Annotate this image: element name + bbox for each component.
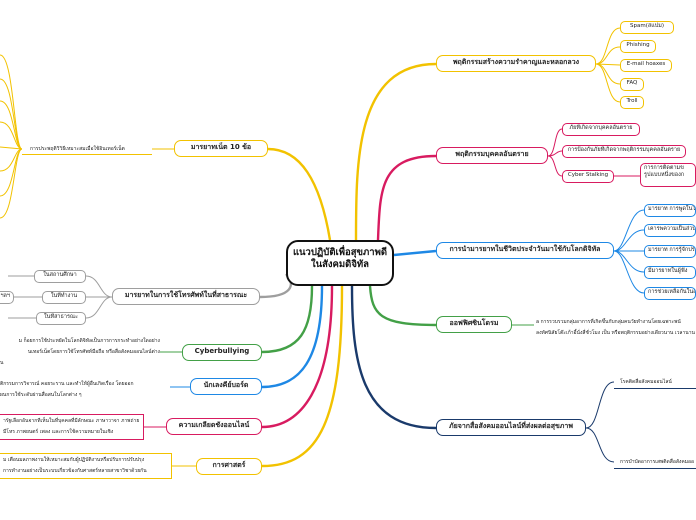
stalking-note-line1: การการติดตามข: [644, 165, 684, 171]
office-note-line1: a การรวบรวมกลุ่มอาการที่เกิดขึ้นกับกลุ่ม…: [536, 319, 681, 325]
office-syndrome-note: a การรวบรวมกลุ่มอาการที่เกิดขึ้นกับกลุ่ม…: [536, 318, 696, 337]
leaf-social-addiction[interactable]: โรคติดสื่อสังคมออนไลน์: [620, 379, 672, 385]
leaf-faq[interactable]: FAQ: [620, 78, 644, 91]
leaf-speaking-etiquette[interactable]: มารยาท การพูดในโ: [644, 204, 696, 217]
cyberbullying-note-line1: ม ก็อยการใช้ประหยัดในโลกดิจิทัลเป็นการกา…: [18, 338, 160, 344]
leaf-addiction-therapy[interactable]: การบำบัดอาการเสพติดสื่อสังคมออ: [620, 459, 694, 465]
central-topic[interactable]: แนวปฏิบัติเพื่อสุขภาพดีในสังคมดิจิทัล: [286, 240, 394, 286]
leaf-danger-prevention[interactable]: การป้องกันภัยที่เกิดจากพฤติกรรมบุคคลอันต…: [562, 145, 686, 158]
branch-social-media-health[interactable]: ภัยจากสื่อสังคมออนไลน์ที่ส่งผลต่อสุขภาพ: [436, 419, 586, 436]
leaf-phishing[interactable]: Phishing: [620, 40, 656, 53]
keyboard-note-line2: ผนการใช้ระดับผ่านสื่อสนในโลกต่าง ๆ: [0, 392, 82, 398]
leaf-in-school[interactable]: ในสถานศึกษา: [34, 270, 86, 283]
stalking-note-line2: รูปแบบหนึ่งของก: [644, 171, 685, 178]
branch-daily-etiquette[interactable]: การนำมารยาทในชีวิตประจำวันมาใช้กับโลกดิจ…: [436, 242, 614, 259]
leaf-mutual-help[interactable]: การช่วยเหลือกันในส: [644, 287, 696, 300]
social-addiction-underline: [614, 388, 696, 389]
ergonomics-note-line1: ม เตือนมลภาพงานให้เหมาะสมกับผู้ปฏิบัติงา…: [3, 457, 145, 463]
branch-dangerous-persons[interactable]: พฤติกรรมบุคคลอันตราย: [436, 147, 548, 164]
leaf-spam[interactable]: Spam(สแปม): [620, 21, 674, 34]
branch-keyboard-warrior[interactable]: นักเลงคีย์บอร์ด: [190, 378, 262, 395]
cyberbullying-note-line3: ุน: [0, 360, 4, 366]
leaf-cyber-stalking-note[interactable]: การการติดตามข รูปแบบหนึ่งของก: [640, 163, 696, 187]
branch-ergonomics[interactable]: การศาสตร์: [196, 458, 262, 475]
ergonomics-note: ม เตือนมลภาพงานให้เหมาะสมกับผู้ปฏิบัติงา…: [0, 453, 172, 479]
leaf-troll[interactable]: Troll: [620, 96, 644, 109]
online-hate-note: ารัฐเลือกอันจากทีเห็นในที่บุคคลที่มีลักษ…: [0, 414, 144, 440]
leaf-in-public[interactable]: ในที่สาธารณะ: [36, 312, 86, 325]
leaf-listener-etiquette[interactable]: มีมารยาทในผู้ฟัง: [644, 266, 696, 279]
leaf-at-work[interactable]: ในที่ทำงาน: [42, 291, 86, 304]
branch-annoying-behavior[interactable]: พฤติกรรมสร้างความรำคาญและหลอกลวง: [436, 55, 596, 72]
keyboard-warrior-note: ุติกรรมการวิจารณ์ คอยระราน และทำให้ผู้อื…: [0, 380, 170, 399]
leaf-edge-fragment[interactable]: ฯลฯ: [0, 291, 14, 304]
branch-cyberbullying[interactable]: Cyberbullying: [182, 344, 262, 361]
branch-phone-etiquette[interactable]: มารยาทในการใช้โทรศัพท์ในที่สาธารณะ: [112, 288, 260, 305]
branch-office-syndrome[interactable]: ออฟฟิศซินโดรม: [436, 316, 512, 333]
keyboard-note-line1: ุติกรรมการวิจารณ์ คอยระราน และทำให้ผู้อื…: [0, 381, 134, 387]
leaf-email-hoaxes[interactable]: E-mail hoaxes: [620, 59, 672, 72]
leaf-know-etiquette[interactable]: มารยาท การรู้จักประ: [644, 245, 696, 258]
ergonomics-note-line2: การทำงานอย่างเป็นระบบเกี่ยวข้องกับศาสตร์…: [3, 468, 147, 474]
leaf-privacy-respect[interactable]: เคารพความเป็นส่วน: [644, 224, 696, 237]
cyberbullying-note-line2: นเทอร์เน็ตโดยการใช้โทรศัพท์มือถือ หรือสื…: [27, 349, 160, 355]
branch-online-hate[interactable]: ความเกลียดชังออนไลน์: [166, 418, 262, 435]
netiquette-note[interactable]: การประพฤติวิวิธีเหมาะสมเมื่อใช้อินเทอร์เ…: [30, 146, 125, 152]
branch-netiquette-10[interactable]: มารยาทเน็ต 10 ข้อ: [174, 140, 268, 157]
leaf-danger-threat[interactable]: ภัยที่เกิดจากบุคคลอันตราย: [562, 123, 640, 136]
office-note-line2: ลงทัศนิสัยโต๊ะเก้าอี้นั่งสี่ชั่วโมง เป็น…: [536, 330, 695, 336]
hate-note-line2: มีโหร ภาพยนตร์ เพลง และการใช้ความหมายในเ…: [3, 429, 114, 435]
leaf-cyber-stalking[interactable]: Cyber Stalking: [562, 170, 614, 183]
netiquette-note-underline: [22, 154, 152, 155]
hate-note-line1: ารัฐเลือกอันจากทีเห็นในที่บุคคลที่มีลักษ…: [3, 418, 140, 424]
cyberbullying-note: ม ก็อยการใช้ประหยัดในโลกดิจิทัลเป็นการกา…: [0, 337, 160, 367]
addiction-therapy-underline: [614, 468, 696, 469]
